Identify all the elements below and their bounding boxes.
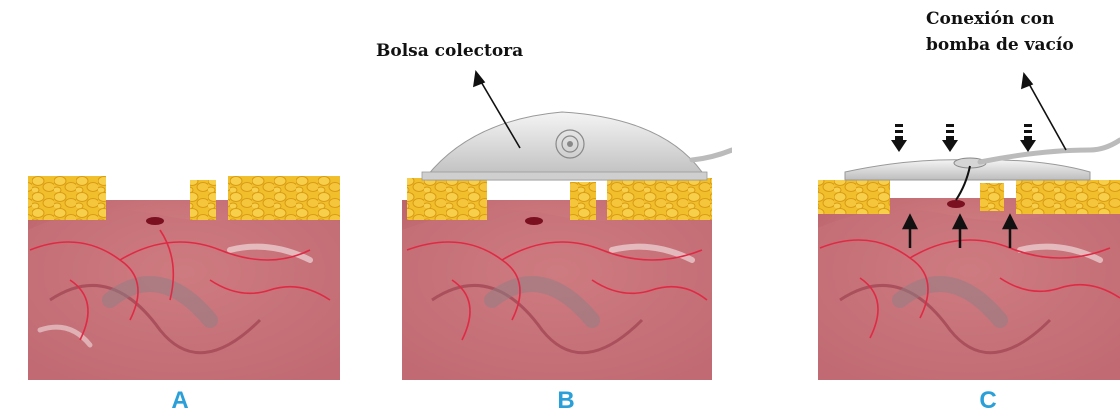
arrow-down-icon xyxy=(942,124,958,152)
panel-c: Conexión con bomba de vacío C xyxy=(790,0,1120,416)
panel-b: Bolsa colectora B xyxy=(402,0,732,416)
tissue xyxy=(402,200,712,380)
tissue xyxy=(818,198,1120,380)
tissue xyxy=(28,200,340,380)
bag-label: Bolsa colectora xyxy=(376,40,523,63)
panel-label: C xyxy=(968,388,1008,414)
wound-opening xyxy=(146,217,164,225)
vacuum-label-line2: bomba de vacío xyxy=(926,34,1074,57)
wound-illustration-c xyxy=(790,0,1120,390)
collection-bag xyxy=(422,112,732,180)
wound-opening xyxy=(947,200,965,208)
arrow-down-icon xyxy=(891,124,907,152)
panel-label: B xyxy=(546,388,586,414)
panel-label: A xyxy=(160,388,200,414)
arrow-down-icon xyxy=(1020,124,1036,152)
wound-illustration-a xyxy=(10,0,340,390)
vacuum-label-line1: Conexión con xyxy=(926,8,1054,31)
panel-a: A xyxy=(10,0,340,416)
wound-opening xyxy=(525,217,543,225)
